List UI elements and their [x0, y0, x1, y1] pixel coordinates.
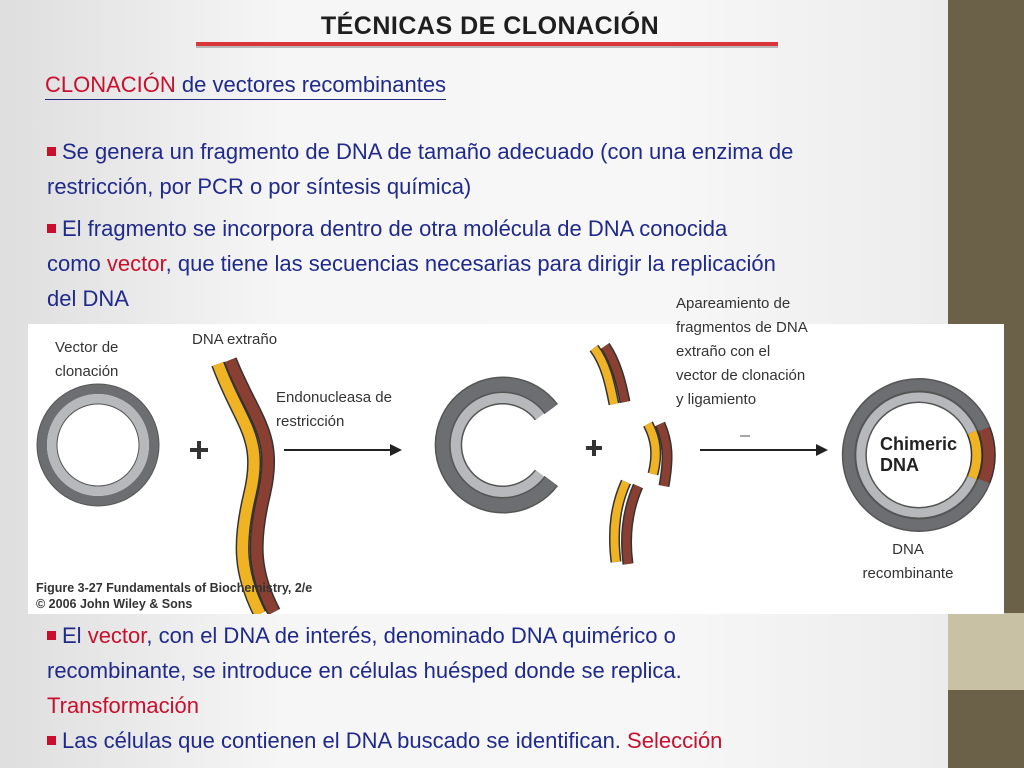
bullet-line: del DNA — [47, 286, 129, 311]
bullet-paragraph-4: Las células que contienen el DNA buscado… — [47, 723, 722, 758]
subtitle-highlight: CLONACIÓN — [45, 72, 182, 97]
foreign-dna-strand — [211, 357, 281, 618]
bullet-line: El vector, con el DNA de interés, denomi… — [47, 618, 682, 653]
chimeric-dna-ring — [841, 378, 996, 532]
plus-sign-2 — [586, 440, 602, 456]
cloning-figure: Vector de clonación DNA extraño Endonucl… — [28, 324, 1004, 618]
slide-title: TÉCNICAS DE CLONACIÓN — [320, 12, 660, 40]
enzyme-label: Endonucleasa de restricción — [276, 389, 392, 430]
process-arrow-2 — [700, 435, 828, 456]
cloning-diagram — [36, 342, 996, 618]
title-underline — [196, 42, 778, 48]
bullet-square-icon — [47, 224, 56, 233]
figure-caption: Figure 3-27 Fundamentals of Biochemistry… — [36, 581, 313, 611]
vector-highlight: vector — [106, 251, 166, 276]
vector-label: Vector de clonación — [55, 339, 119, 380]
slide-subtitle: CLONACIÓN de vectores recombinantes — [45, 72, 447, 100]
bullet-line: El fragmento se incorpora dentro de otra… — [47, 211, 776, 246]
bullet-square-icon — [47, 147, 56, 156]
transformation-term: Transformación — [47, 693, 200, 718]
bullet-line: Se genera un fragmento de DNA de tamaño … — [47, 134, 793, 169]
subtitle-rest: de vectores recombinantes — [181, 72, 447, 97]
vector-highlight: vector — [87, 623, 147, 648]
recombinant-dna-label: DNA recombinante — [862, 541, 954, 582]
pairing-label: Apareamiento de fragmentos de DNA extrañ… — [676, 295, 808, 408]
side-decoration-bar-bottom — [948, 690, 1024, 768]
bullet-line: recombinante, se introduce en células hu… — [47, 658, 682, 683]
bullet-line: restricción, por PCR o por síntesis quím… — [47, 174, 472, 199]
selection-term: Selección — [627, 728, 723, 753]
bullet-paragraph-3: El vector, con el DNA de interés, denomi… — [47, 618, 682, 723]
bullet-line: como vector, que tiene las secuencias ne… — [47, 251, 776, 276]
bullet-square-icon — [47, 631, 56, 640]
bullet-line: Las células que contienen el DNA buscado… — [47, 723, 722, 758]
side-decoration-bar-light — [948, 613, 1024, 690]
bullet-paragraph-1: Se genera un fragmento de DNA de tamaño … — [47, 134, 793, 204]
chimeric-dna-label: Chimeric DNA — [880, 434, 958, 475]
cut-vector — [434, 376, 558, 514]
vector-plasmid — [36, 383, 160, 507]
bullet-square-icon — [47, 736, 56, 745]
plus-sign-1 — [190, 441, 208, 459]
foreign-dna-label: DNA extraño — [192, 331, 278, 348]
bullet-paragraph-2: El fragmento se incorpora dentro de otra… — [47, 211, 776, 316]
dna-fragments — [589, 342, 673, 565]
process-arrow-1 — [284, 444, 402, 456]
